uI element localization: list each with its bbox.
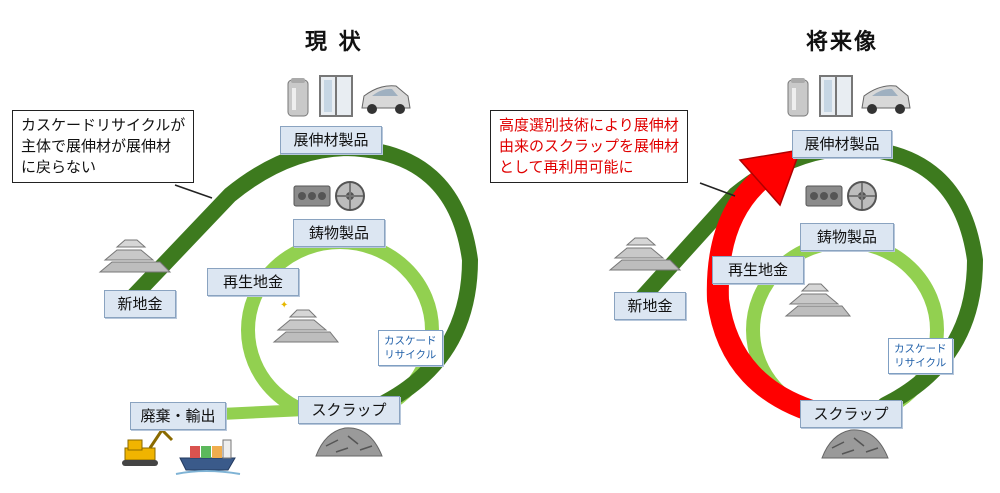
right-cascade-recycle-label: カスケード リサイクル <box>888 338 953 374</box>
scrap-pile-icon <box>315 427 383 457</box>
left-callout: カスケードリサイクルが 主体で展伸材が展伸材 に戻らない <box>12 110 195 183</box>
left-callout-line-3: に戻らない <box>21 158 97 176</box>
left-recycled-ingot-label: 再生地金 <box>207 268 299 296</box>
right-callout: 高度選別技術により展伸材 由来のスクラップを展伸材 として再利用可能に <box>490 110 689 183</box>
can-icon <box>787 78 809 117</box>
right-new-ingot-label: 新地金 <box>614 292 686 320</box>
left-cascade-line-2: リサイクル <box>384 349 437 361</box>
left-new-ingot-label: 新地金 <box>104 290 176 318</box>
wheel-icon <box>335 181 365 211</box>
ingot-stack-icon <box>98 239 172 273</box>
engine-block-icon <box>293 185 331 207</box>
scrap-pile-icon <box>821 429 889 459</box>
window-icon <box>819 75 853 117</box>
left-disposal-export-label: 廃棄・輸出 <box>130 402 226 430</box>
window-icon <box>319 75 353 117</box>
car-icon <box>861 85 911 114</box>
left-main-loop <box>122 139 479 413</box>
ingot-stack-icon <box>608 237 682 271</box>
right-cascade-line-1: カスケード <box>894 343 947 355</box>
right-cascade-line-2: リサイクル <box>894 357 947 369</box>
upgrade-recycling-arrow <box>706 171 828 426</box>
can-icon <box>287 78 309 117</box>
right-scrap-label: スクラップ <box>800 400 902 428</box>
engine-block-icon <box>805 185 843 207</box>
ingot-stack-icon: ✦ <box>272 300 340 343</box>
excavator-icon <box>122 427 174 466</box>
left-wrought-products-label: 展伸材製品 <box>280 126 382 154</box>
left-scrap-label: スクラップ <box>298 396 400 424</box>
svg-text:✦: ✦ <box>280 300 288 311</box>
left-callout-line-2: 主体で展伸材が展伸材 <box>21 137 172 155</box>
cargo-ship-icon <box>175 439 241 475</box>
right-callout-pointer <box>699 182 736 197</box>
left-cascade-recycle-label: カスケード リサイクル <box>378 330 443 366</box>
right-wrought-products-label: 展伸材製品 <box>792 130 892 158</box>
left-cast-products-label: 鋳物製品 <box>293 219 385 247</box>
left-panel-title: 現 状 <box>305 30 363 55</box>
left-callout-pointer <box>174 184 213 199</box>
right-panel-title: 将来像 <box>806 30 879 55</box>
wheel-icon <box>847 181 877 211</box>
upgrade-recycling-arrowhead <box>738 149 802 207</box>
left-cascade-line-1: カスケード <box>384 335 437 347</box>
right-callout-line-3: として再利用可能に <box>499 158 634 176</box>
right-cast-products-label: 鋳物製品 <box>800 223 894 251</box>
right-callout-line-1: 高度選別技術により展伸材 <box>499 116 679 134</box>
car-icon <box>361 85 411 114</box>
left-callout-line-1: カスケードリサイクルが <box>21 116 186 134</box>
right-callout-line-2: 由来のスクラップを展伸材 <box>499 137 680 155</box>
right-recycled-ingot-label: 再生地金 <box>712 256 804 284</box>
